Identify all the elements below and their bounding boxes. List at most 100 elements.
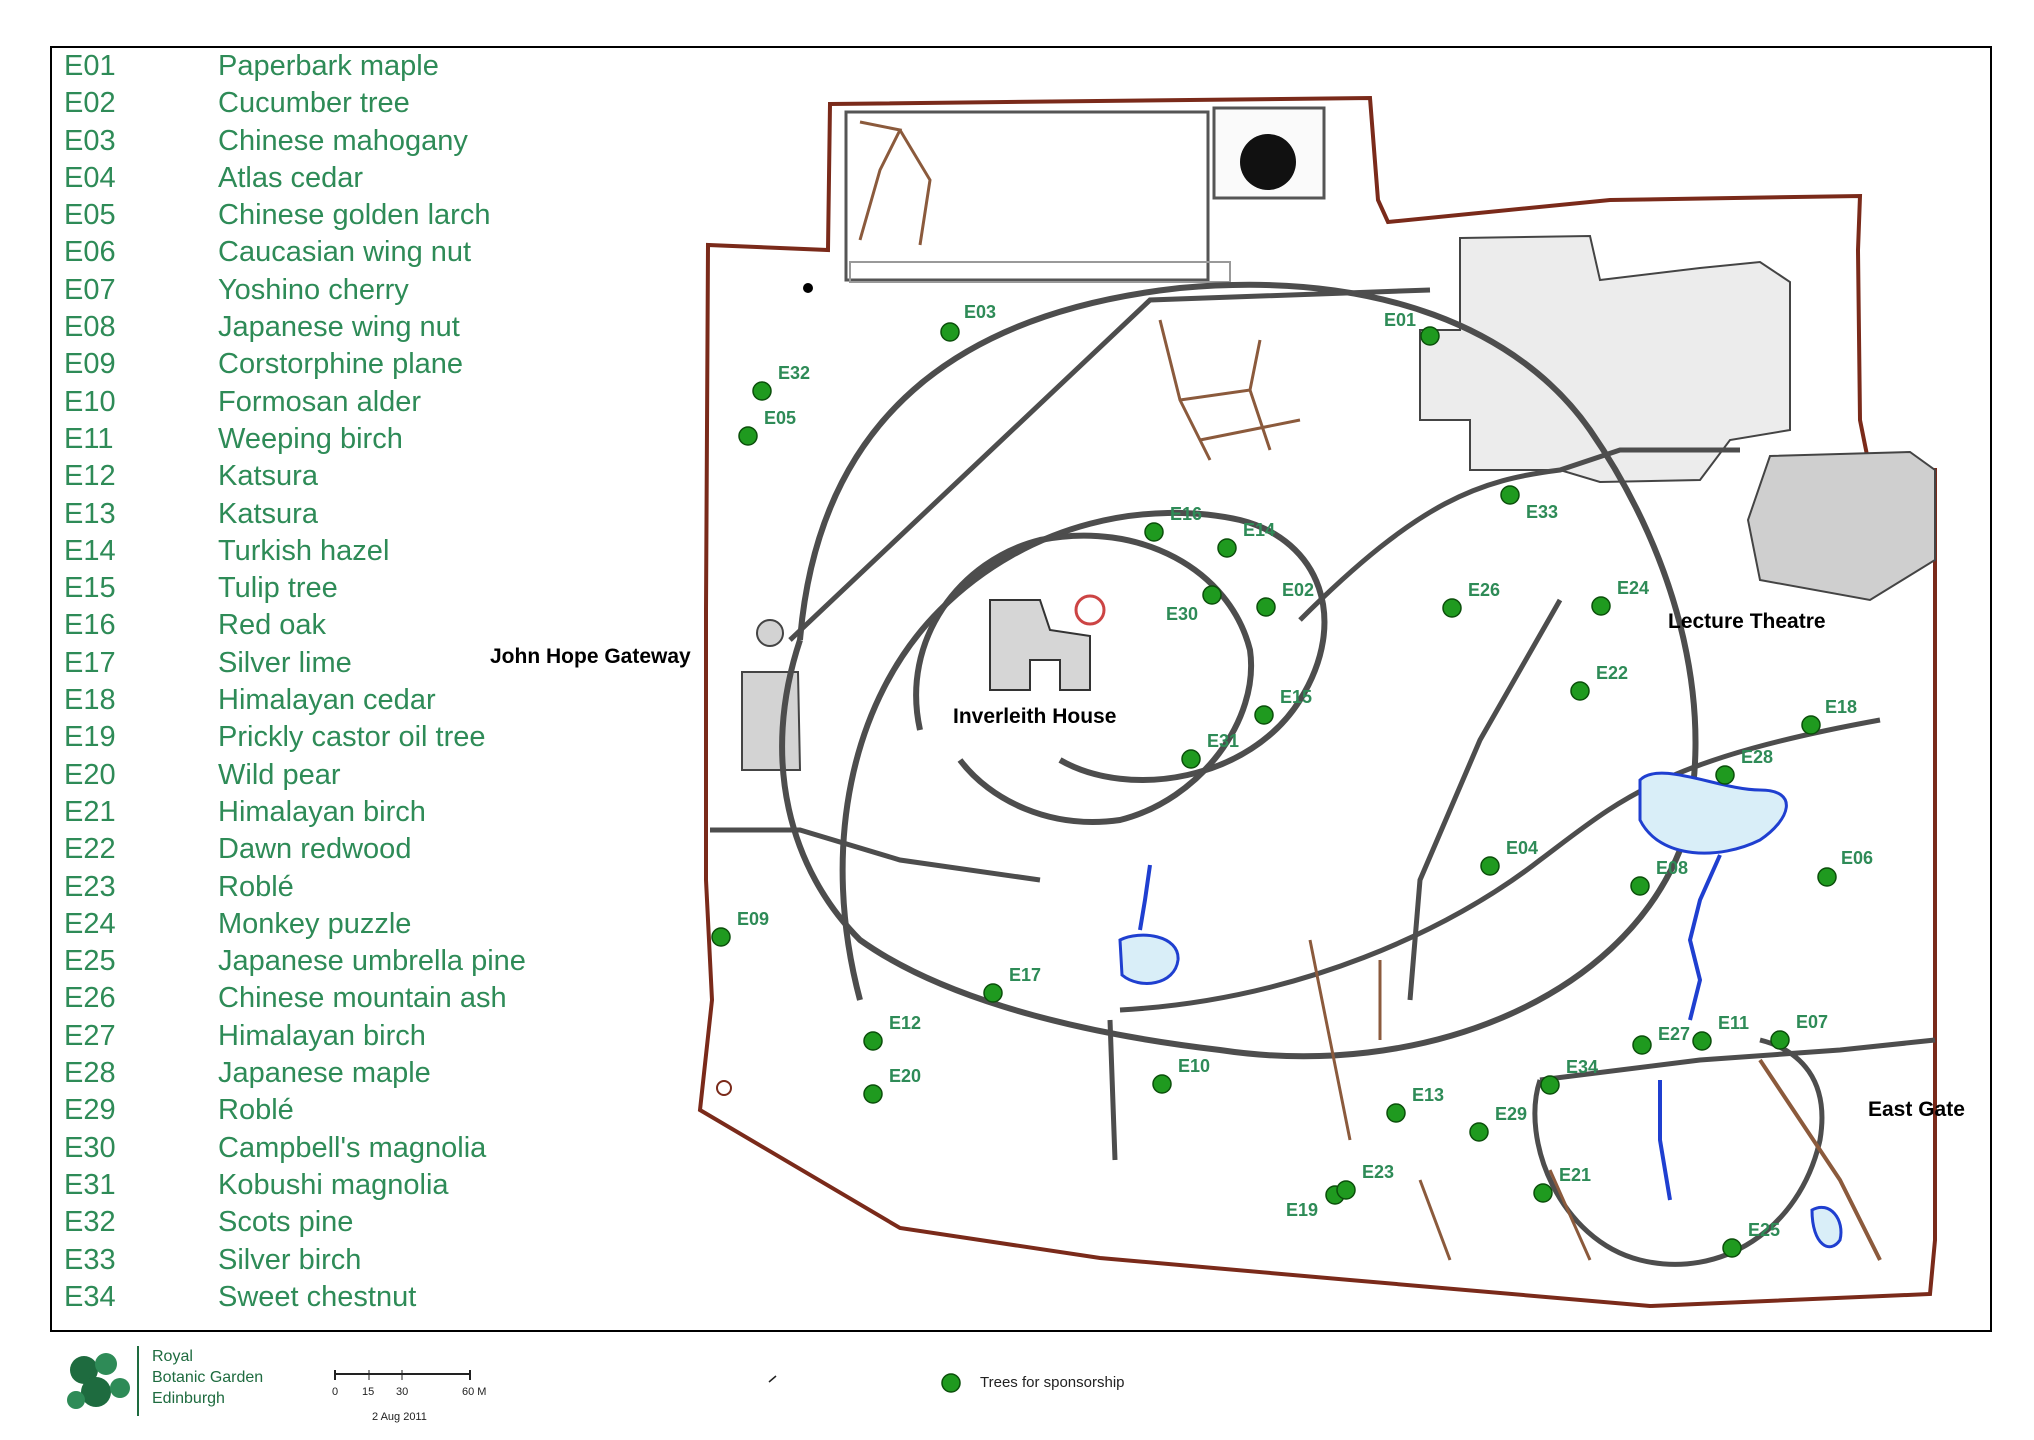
place-labels: John Hope Gateway Inverleith House Lectu… — [490, 610, 1965, 1121]
legend-tree-name: Dawn redwood — [218, 833, 412, 866]
inverleith-circle — [1074, 594, 1106, 626]
main-pond — [1638, 771, 1788, 855]
legend-code: E32 — [64, 1206, 116, 1239]
tree-marker-e17[interactable] — [983, 983, 1003, 1003]
legend-code: E10 — [64, 385, 116, 418]
legend-tree-name: Weeping birch — [218, 422, 403, 455]
tree-marker-label: E23 — [1362, 1162, 1394, 1182]
legend-tree-name: Silver birch — [218, 1243, 362, 1276]
legend-tree-name: Turkish hazel — [218, 534, 390, 567]
tree-marker-e34[interactable] — [1540, 1075, 1560, 1095]
tree-marker-label: E30 — [1166, 604, 1198, 624]
tree-marker-e30[interactable] — [1202, 585, 1222, 605]
tree-marker-label: E33 — [1526, 502, 1558, 522]
tree-marker-e21[interactable] — [1533, 1183, 1553, 1203]
tree-marker-e25[interactable] — [1722, 1238, 1742, 1258]
key-label: Trees for sponsorship — [980, 1374, 1125, 1391]
small-pond — [1118, 933, 1180, 985]
tree-marker-e05[interactable] — [738, 426, 758, 446]
legend-code: E17 — [64, 646, 116, 679]
spiral-path-inner — [913, 532, 1255, 825]
key-marker-icon — [941, 1373, 961, 1393]
tree-marker-label: E09 — [737, 909, 769, 929]
tree-marker-e03[interactable] — [940, 322, 960, 342]
legend-tree-name: Tulip tree — [218, 572, 338, 605]
tree-marker-label: E16 — [1170, 504, 1202, 524]
tree-marker-e13[interactable] — [1386, 1103, 1406, 1123]
tree-marker-e14[interactable] — [1217, 538, 1237, 558]
tree-marker-e16[interactable] — [1144, 522, 1164, 542]
scale-tick-1: 15 — [362, 1386, 375, 1398]
tree-marker-label: E15 — [1280, 687, 1312, 707]
west-ring — [716, 1080, 732, 1096]
scale-tick-3: 60 M — [462, 1386, 487, 1398]
tree-marker-e31[interactable] — [1181, 749, 1201, 769]
tree-marker-label: E31 — [1207, 731, 1239, 751]
map-base — [697, 95, 1937, 1309]
tree-marker-e08[interactable] — [1630, 876, 1650, 896]
john-hope-gateway-label: John Hope Gateway — [490, 645, 691, 668]
tree-marker-e24[interactable] — [1591, 596, 1611, 616]
tree-marker-label: E12 — [889, 1013, 921, 1033]
tree-marker-e33[interactable] — [1500, 485, 1520, 505]
legend-tree-name: Wild pear — [218, 758, 341, 791]
legend-code: E09 — [64, 348, 116, 381]
gateway-round — [756, 619, 784, 647]
tree-marker-e29[interactable] — [1469, 1122, 1489, 1142]
tree-marker-e18[interactable] — [1801, 715, 1821, 735]
inverleith-house-building — [989, 599, 1091, 691]
tree-marker-label: E20 — [889, 1066, 921, 1086]
legend-tree-name: Monkey puzzle — [218, 907, 412, 940]
legend-code: E20 — [64, 758, 116, 791]
tree-marker-e27[interactable] — [1632, 1035, 1652, 1055]
rbge-logo-icon — [67, 1346, 139, 1416]
tree-marker-e10[interactable] — [1152, 1074, 1172, 1094]
tree-marker-e26[interactable] — [1442, 598, 1462, 618]
tree-marker-e12[interactable] — [863, 1031, 883, 1051]
east-gate-label: East Gate — [1868, 1098, 1965, 1121]
tree-marker-e15[interactable] — [1254, 705, 1274, 725]
tree-marker-e23[interactable] — [1336, 1180, 1356, 1200]
stream-west — [1138, 864, 1152, 931]
tree-marker-e20[interactable] — [863, 1084, 883, 1104]
tree-marker-e32[interactable] — [752, 381, 772, 401]
legend-tree-name: Campbell's magnolia — [218, 1131, 487, 1164]
path-west-south — [710, 827, 1118, 1161]
legend-tree-name: Silver lime — [218, 646, 352, 679]
spiral-path-middle — [839, 509, 1328, 1001]
tree-marker-e22[interactable] — [1570, 681, 1590, 701]
legend-code: E29 — [64, 1094, 116, 1127]
woodland-paths-south — [1308, 939, 1592, 1261]
tree-marker-e11[interactable] — [1692, 1031, 1712, 1051]
legend-tree-name: Chinese mahogany — [218, 124, 468, 157]
tree-marker-label: E04 — [1506, 838, 1538, 858]
tree-marker-e28[interactable] — [1715, 765, 1735, 785]
legend-tree-name: Scots pine — [218, 1206, 354, 1239]
legend-code: E34 — [64, 1280, 116, 1313]
scale-tick-2: 30 — [396, 1386, 409, 1398]
legend-code: E11 — [64, 422, 114, 455]
nursery-enclosure — [844, 110, 1210, 282]
tree-marker-e02[interactable] — [1256, 597, 1276, 617]
legend-code: E06 — [64, 236, 116, 269]
map-footer: Royal Botanic Garden Edinburgh 0 15 30 6… — [0, 1336, 2034, 1440]
path-diagonal — [1407, 598, 1563, 1001]
tree-markers: E01E02E03E04E05E06E07E08E09E10E11E12E13E… — [711, 302, 1873, 1258]
lecture-theatre-label: Lecture Theatre — [1668, 610, 1826, 633]
tree-marker-e04[interactable] — [1480, 856, 1500, 876]
legend-tree-name: Katsura — [218, 460, 318, 493]
inverleith-house-label: Inverleith House — [953, 705, 1116, 728]
legend-tree-name: Himalayan cedar — [218, 684, 436, 717]
tree-marker-e01[interactable] — [1420, 326, 1440, 346]
legend-tree-name: Japanese wing nut — [218, 311, 460, 344]
tree-marker-e09[interactable] — [711, 927, 731, 947]
tree-marker-label: E22 — [1596, 663, 1628, 683]
glasshouses — [1419, 234, 1791, 484]
cross-path-east — [1298, 447, 1740, 622]
legend-tree-name: Kobushi magnolia — [218, 1168, 449, 1201]
tree-marker-e06[interactable] — [1817, 867, 1837, 887]
legend-tree-name: Yoshino cherry — [218, 273, 409, 306]
legend-tree-name: Cucumber tree — [218, 87, 410, 120]
legend-code: E25 — [64, 945, 116, 978]
tree-marker-e07[interactable] — [1770, 1030, 1790, 1050]
